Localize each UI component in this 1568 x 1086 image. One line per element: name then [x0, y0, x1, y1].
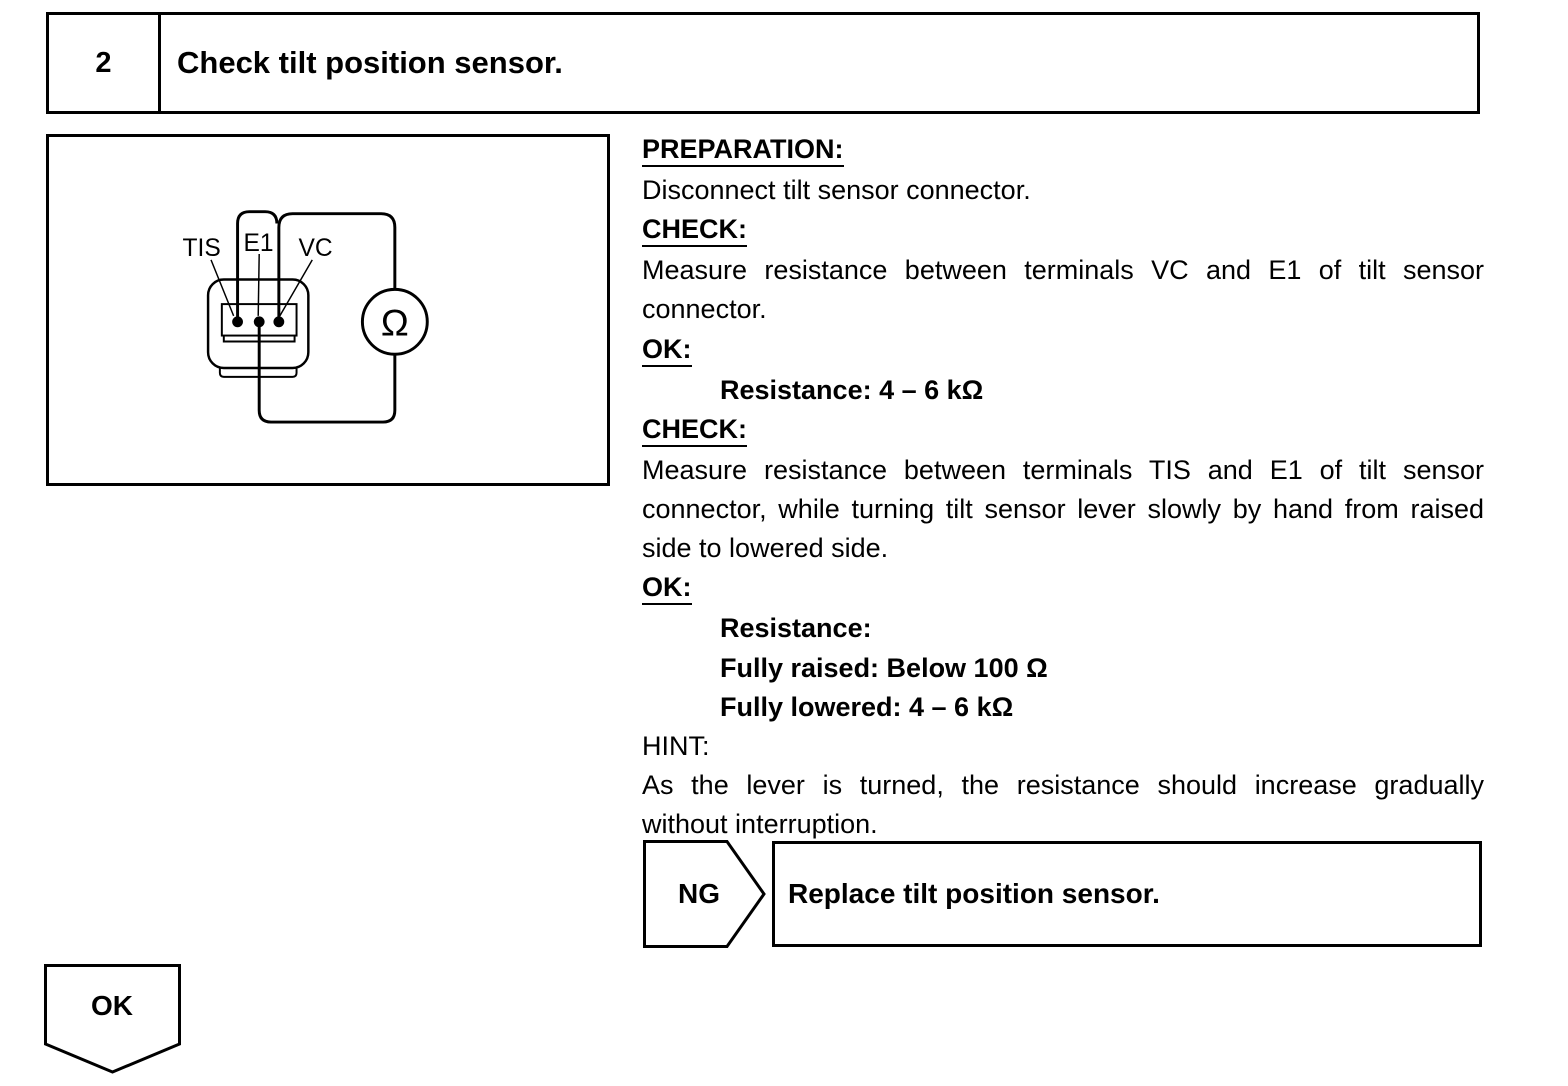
test-leads — [236, 210, 397, 424]
connector-diagram-svg: TIS E1 VC Ω — [183, 210, 429, 424]
ok1-heading: OK: — [642, 333, 692, 367]
ok1-spec: Resistance: 4 – 6 kΩ — [720, 374, 984, 405]
check1-text: Measure resistance between terminals VC … — [642, 255, 1484, 325]
ohm-symbol: Ω — [381, 302, 409, 344]
terminal-label-e1: E1 — [243, 230, 273, 257]
preparation-text: Disconnect tilt sensor connector. — [642, 175, 1031, 205]
ng-action-text: Replace tilt position sensor. — [788, 878, 1160, 909]
leader-line-vc — [279, 259, 313, 317]
preparation-heading: PREPARATION: — [642, 133, 844, 167]
connector-diagram: TIS E1 VC Ω — [46, 134, 610, 486]
ok-arrow-shape — [44, 964, 181, 1074]
step-number: 2 — [49, 15, 161, 111]
instructions: PREPARATION: Disconnect tilt sensor conn… — [642, 130, 1484, 845]
leader-line-e1 — [257, 253, 260, 316]
ohmmeter: Ω — [360, 287, 429, 356]
check2-text: Measure resistance between terminals TIS… — [642, 454, 1484, 564]
ok2-heading: OK: — [642, 571, 692, 606]
step-title: Check tilt position sensor. — [177, 45, 563, 80]
ng-label: NG — [678, 878, 720, 909]
check2-heading: CHECK: — [642, 413, 747, 447]
terminal-pin-vc — [273, 316, 285, 328]
terminal-pin-tis — [232, 316, 243, 328]
ok-label: OK — [91, 990, 133, 1021]
terminal-label-vc: VC — [299, 235, 333, 262]
ok2-spec-fully-lowered: Fully lowered: 4 – 6 kΩ — [720, 691, 1014, 722]
hint-heading: HINT: — [642, 731, 710, 762]
step-header: 2 Check tilt position sensor. — [46, 12, 1480, 114]
ok2-spec-resistance: Resistance: — [720, 613, 872, 644]
ng-arrow-shape — [643, 840, 766, 948]
hint-text: As the lever is turned, the resistance s… — [642, 770, 1484, 840]
leader-line-tis — [210, 259, 235, 317]
ok2-spec-fully-raised: Fully raised: Below 100 Ω — [720, 652, 1048, 683]
ng-action-box: Replace tilt position sensor. — [772, 841, 1482, 947]
check1-heading: CHECK: — [642, 213, 747, 248]
terminal-label-tis: TIS — [183, 235, 221, 262]
